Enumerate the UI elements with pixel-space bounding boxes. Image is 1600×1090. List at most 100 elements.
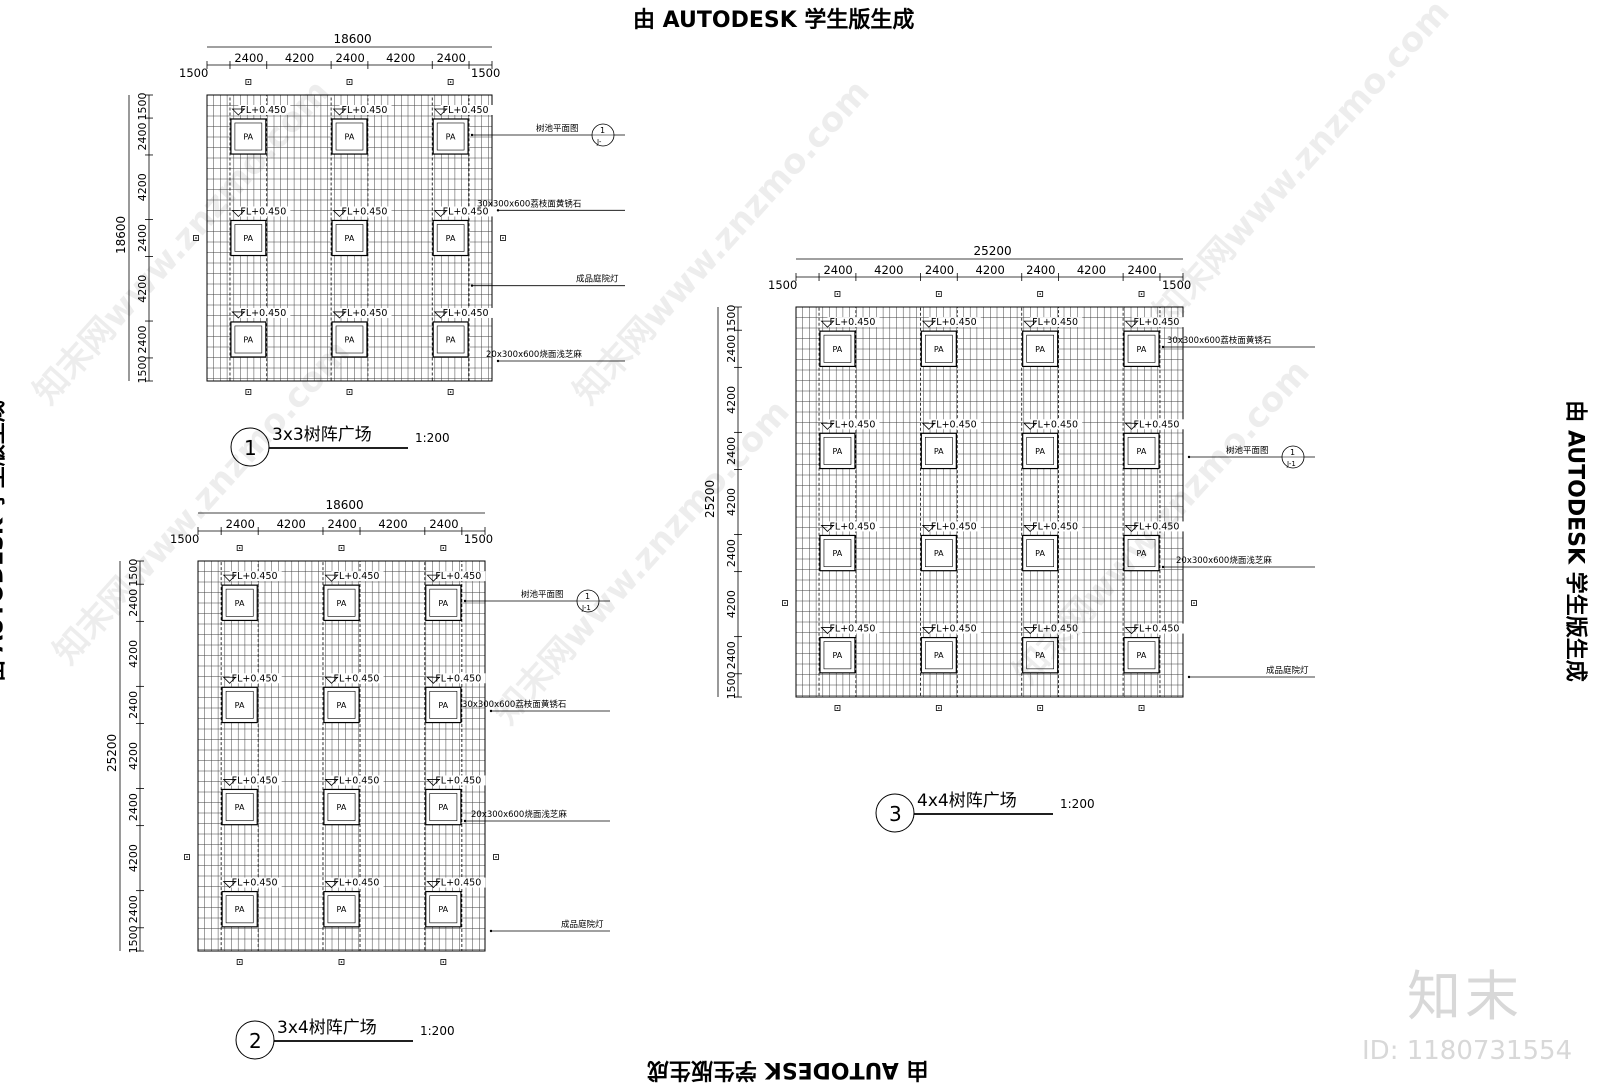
elevation-mask (1030, 317, 1083, 328)
tree-pit-label: PA (446, 335, 456, 344)
elevation-mask (827, 623, 880, 634)
tree-pit-label: PA (934, 447, 944, 456)
elevation-marker-icon (921, 422, 936, 430)
plan-scale: 1:200 (420, 1024, 455, 1038)
elevation-marker-icon (921, 525, 936, 532)
stone-strip (919, 306, 958, 698)
lamp-dot (1039, 707, 1041, 709)
elevation-marker-icon (820, 525, 835, 532)
tree-pit (331, 118, 368, 155)
elevation-marker-icon (426, 574, 441, 582)
dim-value: 2400 (136, 224, 149, 252)
callout-text: 成品庭院灯 (576, 274, 619, 285)
elevation-label: FL+0.450 (435, 775, 481, 786)
lamp-dot (186, 856, 188, 858)
dim-value: 2400 (226, 517, 255, 531)
elevation-mask (1030, 419, 1083, 430)
stone-strip (1122, 306, 1161, 698)
lamp-dot (340, 547, 343, 549)
tree-pit-inner (225, 895, 254, 924)
elevation-marker-icon (1124, 627, 1139, 635)
callout-text: 树池平面图 (1226, 445, 1269, 456)
dim-value: 2400 (127, 691, 140, 719)
plan-title: 3x4树阵广场 (277, 1018, 377, 1038)
elevation-marker-icon (332, 311, 347, 319)
tree-pit-inner (234, 325, 263, 354)
elevation-mask (1131, 521, 1184, 532)
leader-dot (1161, 345, 1165, 349)
callout-text: 树池平面图 (536, 123, 579, 134)
tree-pit-label: PA (337, 599, 347, 608)
elevation-mask (433, 877, 486, 888)
elevation-marker-icon (433, 311, 448, 319)
elevation-label: FL+0.450 (931, 624, 977, 635)
elevation-mask (1030, 521, 1083, 532)
lamp-dot (784, 602, 786, 604)
elevation-label: FL+0.450 (232, 571, 278, 582)
elevation-mask (331, 877, 384, 888)
tree-pit (432, 118, 469, 155)
elevation-mask (238, 206, 291, 217)
tree-pit (323, 686, 360, 724)
elevation-marker-icon (1124, 525, 1139, 532)
tree-pit (331, 321, 368, 358)
tree-pit (819, 330, 856, 368)
leader-dot (496, 359, 500, 363)
dim-value: 1500 (136, 355, 149, 383)
elevation-mask (339, 206, 392, 217)
tree-pit-inner (925, 436, 953, 465)
dim-value: 2400 (725, 437, 738, 465)
dim-value: 1500 (1162, 278, 1191, 292)
elevation-marker-icon (1023, 422, 1038, 430)
lamp-dot (836, 707, 839, 709)
lamp-dot (1140, 293, 1143, 295)
autodesk-stamp-top: 由 AUTODESK 学生版生成 (633, 8, 915, 33)
lamp-icon (184, 854, 190, 860)
dim-value: 2400 (725, 539, 738, 567)
brand-logo: 知末 (1407, 965, 1523, 1028)
tree-pit (221, 788, 258, 826)
elevation-label: FL+0.450 (232, 775, 278, 786)
lamp-icon (834, 705, 841, 711)
elevation-label: FL+0.450 (435, 878, 481, 889)
dim-value: 4200 (136, 173, 149, 201)
lamp-dot (1039, 293, 1041, 295)
dim-value: 1500 (471, 66, 500, 80)
elevation-label: FL+0.450 (1134, 419, 1180, 430)
elevation-mask (229, 571, 282, 582)
tree-pit-inner (327, 895, 356, 924)
tree-pit (323, 788, 360, 826)
elevation-mask (1131, 317, 1184, 328)
tree-pit (221, 890, 258, 928)
lamp-icon (935, 291, 942, 297)
tree-pit (1123, 330, 1160, 368)
elevation-mask (440, 206, 493, 217)
tree-pit (819, 636, 856, 674)
tree-pit-inner (225, 588, 254, 617)
elevation-marker-icon (1023, 627, 1038, 635)
dim-value: 1500 (127, 559, 140, 587)
elevation-mask (331, 673, 384, 684)
tree-pit-label: PA (832, 651, 842, 660)
lamp-dot (449, 391, 452, 393)
tree-pit-inner (1127, 539, 1156, 568)
lamp-dot (247, 391, 250, 393)
tree-pit-inner (429, 895, 458, 924)
elevation-marker-icon (222, 779, 237, 786)
dim-value: 4200 (127, 742, 140, 770)
leader-dot (463, 819, 467, 823)
tree-pit (425, 788, 462, 826)
plan-title: 3x3树阵广场 (272, 425, 372, 445)
elevation-label: FL+0.450 (342, 105, 388, 116)
tree-pit (1123, 636, 1160, 674)
elevation-label: FL+0.450 (829, 624, 875, 635)
elevation-mask (433, 775, 486, 786)
elevation-mask (238, 307, 291, 318)
tree-pit-label: PA (1035, 345, 1045, 354)
dim-value: 1500 (179, 66, 208, 80)
